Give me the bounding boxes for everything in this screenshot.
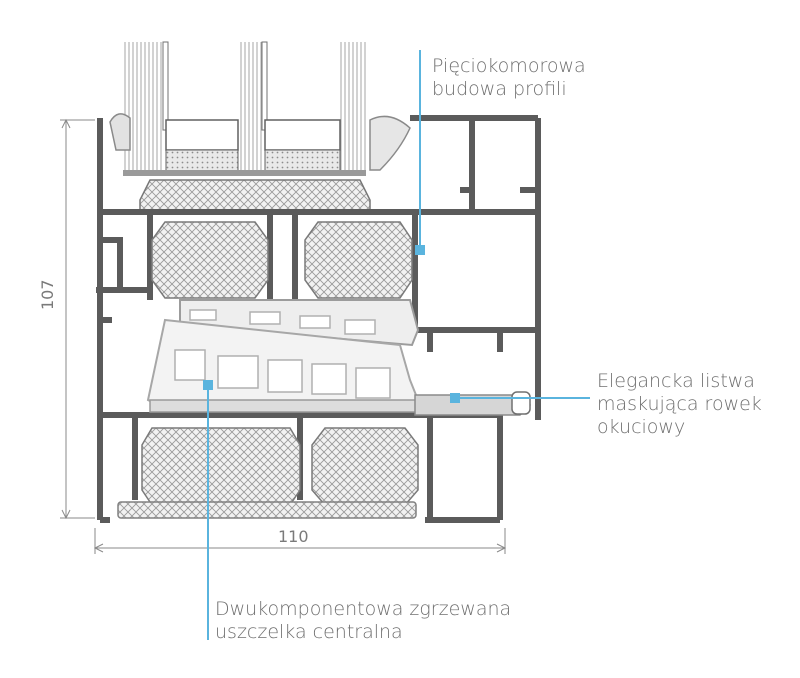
sash-profile — [96, 115, 541, 420]
callout-bottom-line2: uszczelka centralna — [215, 621, 403, 643]
dimension-height — [60, 118, 95, 520]
insulation-chamber-3 — [141, 427, 301, 506]
callout-bottom-line1: Dwukomponentowa zgrzewana — [215, 598, 512, 620]
inner-glazing-gasket — [109, 113, 131, 151]
insulation-chamber-1 — [151, 221, 269, 299]
masking-strip — [414, 391, 532, 416]
insulation-chamber-4 — [311, 427, 419, 506]
leader-lines — [203, 50, 590, 640]
dimension-height-label: 107 — [38, 279, 57, 310]
callout-right-line3: okuciowy — [597, 416, 686, 438]
callout-top-line1: Pięciokomorowa — [432, 55, 586, 77]
insulation-chamber-2 — [304, 221, 413, 299]
leader-marker-right — [450, 393, 460, 403]
glazing-unit — [123, 41, 366, 176]
glazing-seal — [139, 179, 371, 211]
callout-masking-strip: Elegancka listwa maskująca rowek okuciow… — [597, 370, 762, 439]
callout-five-chamber: Pięciokomorowa budowa profili — [432, 55, 586, 101]
callout-top-line2: budowa profili — [432, 78, 567, 100]
leader-marker-bottom — [203, 380, 213, 390]
frame-profile — [97, 300, 503, 523]
central-gasket — [146, 299, 422, 413]
outer-glazing-gasket — [369, 115, 411, 171]
callout-right-line2: maskująca rowek — [597, 393, 762, 415]
callout-right-line1: Elegancka listwa — [597, 370, 755, 392]
dimension-width-label: 110 — [278, 527, 309, 546]
leader-marker-top — [415, 245, 425, 255]
dimension-width — [93, 528, 507, 554]
bottom-seal-strip — [117, 501, 417, 519]
callout-central-gasket: Dwukomponentowa zgrzewana uszczelka cent… — [215, 598, 511, 644]
